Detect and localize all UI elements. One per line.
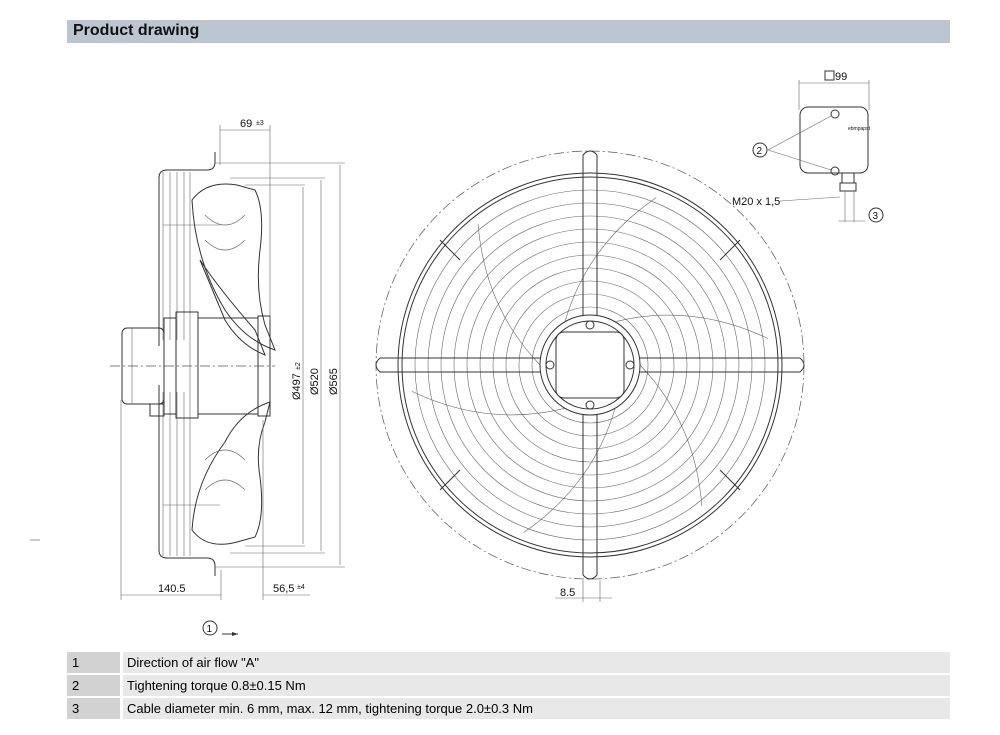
guard-ring	[492, 267, 688, 463]
dim-69: 69	[240, 118, 252, 130]
fan-blade	[191, 401, 271, 545]
legend-num: 2	[67, 675, 120, 696]
legend-row: 1 Direction of air flow "A"	[67, 652, 950, 673]
guard-ring	[466, 241, 714, 489]
dim-8-5: 8.5	[560, 587, 575, 599]
fan-blade-edge	[477, 223, 541, 366]
thread-label: M20 x 1,5	[732, 196, 780, 208]
callout-2: 2	[757, 146, 763, 157]
section-title: Product drawing	[73, 22, 200, 39]
section-header: Product drawing	[67, 20, 950, 43]
terminal-box-front	[555, 331, 625, 399]
dim-56-5: 56,5	[273, 583, 294, 595]
side-view: 69 ±3 Ø497 ±2 Ø520 Ø565 140.5 56,5 ±4 1	[110, 118, 345, 636]
legend-text: Tightening torque 0.8±0.15 Nm	[123, 675, 950, 696]
legend-num: 3	[67, 698, 120, 719]
dim-d497-tolerance: ±2	[295, 362, 302, 370]
dim-d565: Ø565	[328, 368, 340, 395]
callout-1: 1	[207, 624, 213, 635]
legend-row: 2 Tightening torque 0.8±0.15 Nm	[67, 675, 950, 696]
fan-blade-edge	[523, 408, 616, 533]
guard-ring	[414, 189, 766, 541]
ebmpapst-logo: ebmpapst	[848, 126, 871, 132]
guard-ring	[440, 215, 740, 515]
guard-ring	[518, 293, 662, 437]
fan-blade	[191, 183, 276, 351]
fan-blade-edge	[614, 314, 769, 339]
dim-69-tolerance: ±3	[256, 120, 264, 127]
dim-140-5: 140.5	[158, 583, 186, 595]
dim-56-5-tolerance: ±4	[297, 584, 305, 591]
callout-3: 3	[873, 211, 879, 222]
guard-ring	[453, 228, 727, 502]
front-view: 8.5	[375, 150, 805, 602]
guard-ring	[479, 254, 701, 476]
callout-1-circle	[202, 620, 218, 636]
guard-ring	[531, 306, 649, 424]
fan-blade-edge	[639, 364, 703, 507]
legend-row: 3 Cable diameter min. 6 mm, max. 12 mm, …	[67, 698, 950, 719]
legend-text: Cable diameter min. 6 mm, max. 12 mm, ti…	[123, 698, 950, 719]
legend-table: 1 Direction of air flow "A" 2 Tightening…	[67, 652, 950, 721]
dim-square-99: 99	[835, 71, 847, 83]
guard-ring	[427, 202, 753, 528]
dim-d497: Ø497	[291, 373, 303, 400]
guard-ring	[505, 280, 675, 450]
terminal-box-detail: 99 ebmpapst 2 M20 x 1,5 3	[732, 70, 884, 223]
legend-num: 1	[67, 652, 120, 673]
dim-d520: Ø520	[309, 368, 321, 395]
fan-blade-edge	[411, 391, 566, 416]
fan-blade-edge	[564, 197, 657, 322]
legend-text: Direction of air flow "A"	[123, 652, 950, 673]
